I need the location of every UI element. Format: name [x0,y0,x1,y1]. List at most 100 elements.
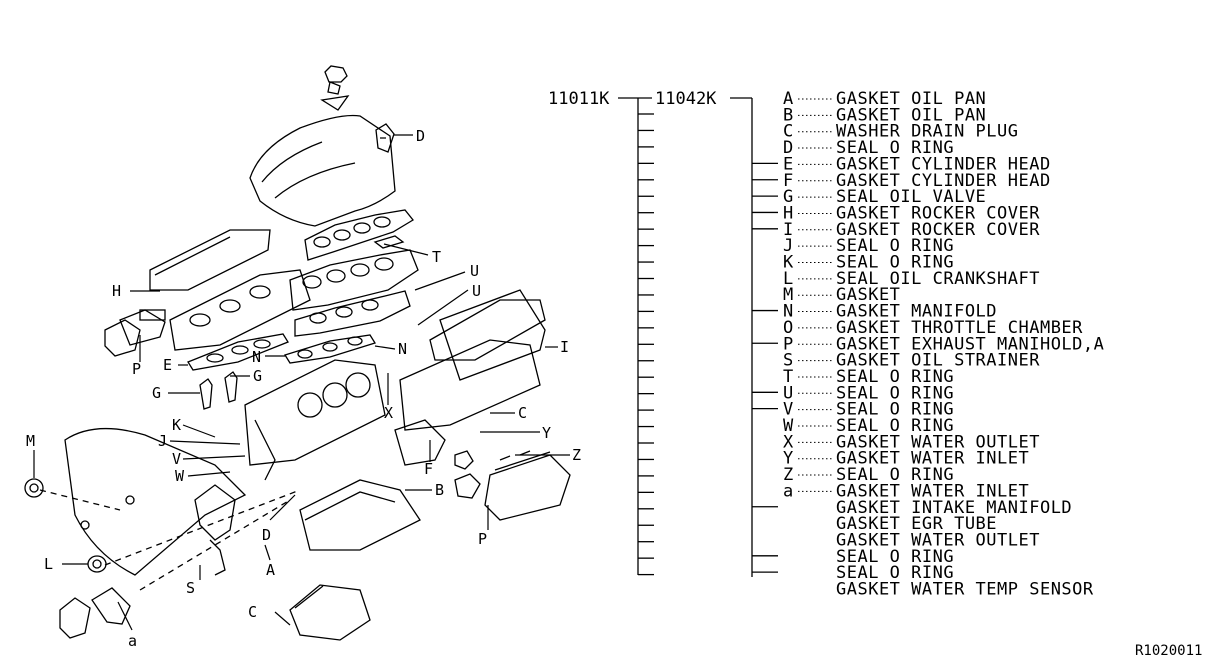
part-letter: H [783,203,794,223]
part-row: D SEAL O RING [783,138,954,158]
part-letter: a [783,481,794,501]
part-row: SEAL O RING [836,563,954,583]
callout-M: M [26,432,35,450]
part-name: WASHER DRAIN PLUG [836,122,1019,142]
callout-G-2: G [253,367,262,385]
part-row: S GASKET OIL STRAINER [783,351,1040,371]
part-name: SEAL O RING [836,367,954,387]
part-row: M GASKET [783,285,900,305]
callout-W: W [175,467,185,485]
part-row: E GASKET CYLINDER HEAD [783,154,1051,174]
part-name: GASKET WATER OUTLET [836,530,1040,550]
callout-D: D [416,127,425,145]
part-letter: D [783,138,794,158]
part-name: SEAL O RING [836,416,954,436]
part-letter: I [783,220,794,240]
part-row: GASKET WATER OUTLET [836,530,1040,550]
part-name: SEAL O RING [836,236,954,256]
part-name: SEAL O RING [836,138,954,158]
part-letter: T [783,367,794,387]
callout-U: U [470,262,479,280]
part-name: GASKET WATER INLET [836,481,1029,501]
part-name: SEAL OIL VALVE [836,187,986,207]
part-name: GASKET OIL PAN [836,105,986,125]
part-letter: M [783,285,794,305]
part-row: X GASKET WATER OUTLET [783,432,1040,452]
part-row: P GASKET EXHAUST MANIHOLD,A [783,334,1104,354]
part-name: GASKET THROTTLE CHAMBER [836,318,1083,338]
part-name: GASKET EGR TUBE [836,514,997,534]
part-letter: E [783,154,794,174]
part-row: GASKET EGR TUBE [836,514,997,534]
part-row: Y GASKET WATER INLET [783,449,1029,469]
parts-list: A GASKET OIL PAN B GASKET OIL PAN C WASHER DR… [783,89,1104,600]
part-row: C WASHER DRAIN PLUG [783,122,1019,142]
part-name: GASKET [836,285,900,305]
part-row: T SEAL O RING [783,367,954,387]
part-letter: N [783,302,794,322]
callout-P: P [132,360,141,378]
callout-B: B [435,481,444,499]
part-row: V SEAL O RING [783,400,954,420]
callout-a: a [128,632,137,650]
callout-A: A [266,561,275,579]
part-letter: F [783,171,794,191]
callout-Z: Z [572,446,581,464]
kit-number: 11042K [655,89,717,109]
callout-U-2: U [472,282,481,300]
part-row: O GASKET THROTTLE CHAMBER [783,318,1083,338]
callout-C-2: C [248,603,257,621]
callout-K: K [172,416,181,434]
part-letter: B [783,105,794,125]
part-letter: A [783,89,794,109]
part-name: GASKET MANIFOLD [836,302,997,322]
part-letter: C [783,122,794,142]
part-name: GASKET WATER TEMP SENSOR [836,580,1094,600]
part-name: SEAL OIL CRANKSHAFT [836,269,1040,289]
part-letter: V [783,400,794,420]
part-row: SEAL O RING [836,547,954,567]
part-name: GASKET WATER INLET [836,449,1029,469]
part-letter: X [783,432,794,452]
part-letter: Y [783,449,794,469]
part-row: B GASKET OIL PAN [783,105,986,125]
diagram-callouts: D T U U H I P E N N G G K J V W X C Y F … [26,127,581,650]
part-name: SEAL O RING [836,400,954,420]
part-row: A GASKET OIL PAN [783,89,986,109]
part-row: GASKET INTAKE MANIFOLD [836,498,1072,518]
part-row: a GASKET WATER INLET [783,481,1029,501]
callout-leaders [33,134,570,631]
part-number-tree: 11011K 11042K [548,89,778,577]
part-letter: U [783,383,794,403]
callout-V: V [172,450,181,468]
part-name: GASKET EXHAUST MANIHOLD,A [836,334,1104,354]
callout-H: H [112,282,121,300]
part-name: SEAL O RING [836,253,954,273]
part-letter: Z [783,465,794,485]
part-letter: J [783,236,794,256]
part-letter: S [783,351,794,371]
part-name: GASKET ROCKER COVER [836,220,1040,240]
part-row: W SEAL O RING [783,416,954,436]
part-name: GASKET OIL STRAINER [836,351,1040,371]
callout-P-2: P [478,530,487,548]
part-letter: O [783,318,794,338]
part-letter: W [783,416,794,436]
part-name: SEAL O RING [836,563,954,583]
part-letter: P [783,334,794,354]
part-name: GASKET OIL PAN [836,89,986,109]
part-row: J SEAL O RING [783,236,954,256]
callout-T: T [432,248,441,266]
part-name: GASKET CYLINDER HEAD [836,154,1051,174]
part-row: I GASKET ROCKER COVER [783,220,1040,240]
part-name: GASKET WATER OUTLET [836,432,1040,452]
part-row: N GASKET MANIFOLD [783,302,997,322]
callout-N: N [252,348,261,366]
